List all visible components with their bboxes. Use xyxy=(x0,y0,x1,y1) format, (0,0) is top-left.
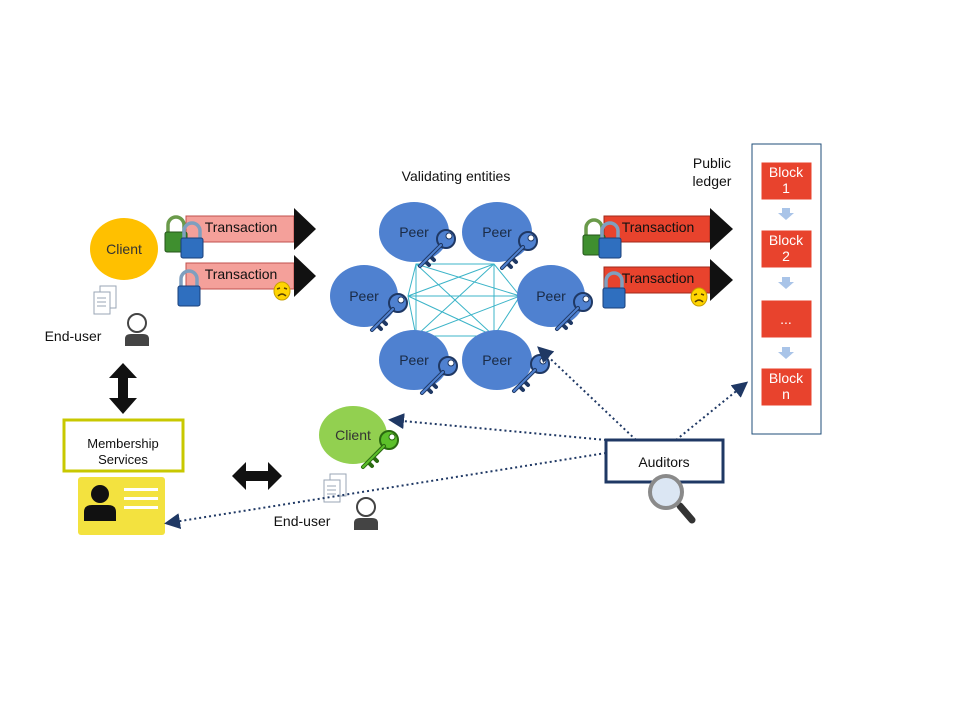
peer-label: Peer xyxy=(349,288,379,304)
block-label-line-1: Block xyxy=(769,370,804,386)
block-n: Block n xyxy=(760,367,813,407)
block-ellipsis: ... xyxy=(760,299,813,339)
peer-label: Peer xyxy=(399,352,429,368)
end-user-label-1: End-user xyxy=(45,328,102,344)
transaction-label: Transaction xyxy=(622,270,695,286)
ledger-transaction-1: Transaction xyxy=(603,208,733,250)
double-arrow-icon xyxy=(109,363,137,414)
client-orange: Client xyxy=(90,218,158,280)
document-icon xyxy=(323,473,347,503)
user-icon xyxy=(353,497,379,531)
audit-arrows xyxy=(164,346,749,530)
transaction-label: Transaction xyxy=(205,266,278,282)
client-orange-label: Client xyxy=(106,241,142,257)
client-green: Client xyxy=(319,406,387,464)
transaction-label: Transaction xyxy=(205,219,278,235)
peer-3: Peer xyxy=(330,265,409,332)
ledger-transaction-2: Transaction xyxy=(603,259,733,301)
down-arrow-icon xyxy=(778,347,794,359)
block-label-line-1: ... xyxy=(780,311,792,327)
peer-2: Peer xyxy=(462,202,539,270)
auditors-box: Auditors xyxy=(604,438,725,484)
peer-label: Peer xyxy=(482,224,512,240)
peer-mesh xyxy=(407,263,521,337)
block-label-line-1: Block xyxy=(769,232,804,248)
membership-line-1: Membership xyxy=(87,436,159,451)
ledger-title-line-2: ledger xyxy=(693,173,732,189)
block-label-line-2: 1 xyxy=(782,180,790,196)
down-arrow-icon xyxy=(778,208,794,220)
double-arrow-icon xyxy=(232,462,282,490)
public-ledger: Block 1 Block 2 ... Block n xyxy=(751,143,822,435)
magnifier-icon xyxy=(648,474,696,524)
peer-1: Peer xyxy=(379,202,457,268)
audit-arrow-ledger xyxy=(675,381,749,441)
peer-5: Peer xyxy=(379,330,459,395)
id-card-icon xyxy=(78,477,165,535)
transaction-label: Transaction xyxy=(622,219,695,235)
membership-line-2: Services xyxy=(98,452,148,467)
end-user-label-2: End-user xyxy=(274,513,331,529)
block-label-line-2: n xyxy=(782,386,790,402)
client-transaction-2: Transaction xyxy=(185,255,316,297)
ledger-title-line-1: Public xyxy=(693,155,731,171)
auditors-label: Auditors xyxy=(638,454,689,470)
peer-label: Peer xyxy=(482,352,512,368)
down-arrow-icon xyxy=(778,277,794,289)
block-1: Block 1 xyxy=(760,161,813,201)
membership-services: Membership Services xyxy=(62,418,185,473)
block-label-line-2: 2 xyxy=(782,248,790,264)
audit-arrow-peer xyxy=(537,346,637,441)
mask-icon xyxy=(690,287,708,307)
audit-arrow-membership xyxy=(164,452,607,530)
block-label-line-1: Block xyxy=(769,164,804,180)
validating-entities-title: Validating entities xyxy=(402,168,511,184)
client-green-label: Client xyxy=(335,427,371,443)
mask-icon xyxy=(273,281,291,301)
audit-arrow-client xyxy=(388,413,607,441)
user-icon xyxy=(124,313,150,347)
block-2: Block 2 xyxy=(760,229,813,269)
key-icon xyxy=(361,430,399,469)
peer-label: Peer xyxy=(399,224,429,240)
peer-4: Peer xyxy=(517,265,594,331)
document-icon xyxy=(93,285,117,315)
client-transaction-1: Transaction xyxy=(185,208,316,250)
peer-6: Peer xyxy=(462,330,551,393)
peer-label: Peer xyxy=(536,288,566,304)
